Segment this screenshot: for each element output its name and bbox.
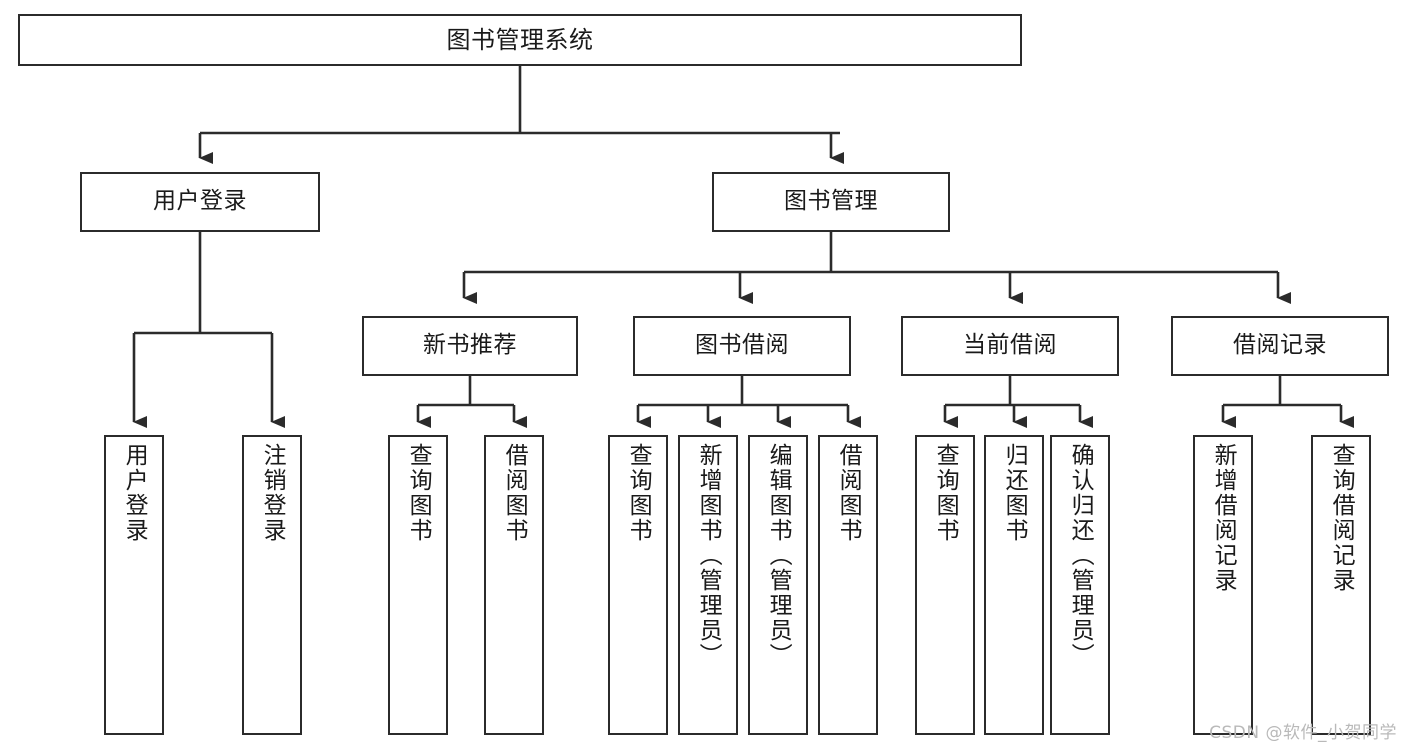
node-current-borrow-label: 当前借阅 bbox=[963, 332, 1057, 359]
node-leaf-query-book-2-label: 查询图书 bbox=[625, 443, 652, 543]
node-leaf-confirm-return[interactable]: 确认归还（管理员） bbox=[1050, 435, 1110, 735]
node-leaf-add-record[interactable]: 新增借阅记录 bbox=[1193, 435, 1253, 735]
node-leaf-query-record[interactable]: 查询借阅记录 bbox=[1311, 435, 1371, 735]
node-leaf-add-book-label: 新增图书（管理员） bbox=[695, 443, 722, 668]
node-leaf-add-book[interactable]: 新增图书（管理员） bbox=[678, 435, 738, 735]
watermark: CSDN @软件_小贺同学 bbox=[1209, 723, 1397, 743]
node-leaf-return-book[interactable]: 归还图书 bbox=[984, 435, 1044, 735]
node-book-management-label: 图书管理 bbox=[784, 188, 878, 215]
node-leaf-edit-book-label: 编辑图书（管理员） bbox=[765, 443, 792, 668]
node-user-login[interactable]: 用户登录 bbox=[80, 172, 320, 232]
node-leaf-query-book-2[interactable]: 查询图书 bbox=[608, 435, 668, 735]
node-leaf-user-login[interactable]: 用户登录 bbox=[104, 435, 164, 735]
node-leaf-logout[interactable]: 注销登录 bbox=[242, 435, 302, 735]
node-leaf-query-book-1-label: 查询图书 bbox=[405, 443, 432, 543]
node-leaf-borrow-book-2[interactable]: 借阅图书 bbox=[818, 435, 878, 735]
node-leaf-query-record-label: 查询借阅记录 bbox=[1328, 443, 1355, 593]
node-leaf-add-record-label: 新增借阅记录 bbox=[1210, 443, 1237, 593]
node-leaf-return-book-label: 归还图书 bbox=[1001, 443, 1028, 543]
node-leaf-confirm-return-label: 确认归还（管理员） bbox=[1067, 443, 1094, 668]
node-leaf-borrow-book-2-label: 借阅图书 bbox=[835, 443, 862, 543]
node-new-book-recommend-label: 新书推荐 bbox=[423, 332, 517, 359]
node-leaf-query-book-3[interactable]: 查询图书 bbox=[915, 435, 975, 735]
node-root-label: 图书管理系统 bbox=[446, 25, 594, 54]
node-new-book-recommend[interactable]: 新书推荐 bbox=[362, 316, 578, 376]
node-book-borrow-label: 图书借阅 bbox=[695, 332, 789, 359]
node-borrow-record-label: 借阅记录 bbox=[1233, 332, 1327, 359]
node-leaf-query-book-1[interactable]: 查询图书 bbox=[388, 435, 448, 735]
node-leaf-edit-book[interactable]: 编辑图书（管理员） bbox=[748, 435, 808, 735]
node-user-login-label: 用户登录 bbox=[153, 188, 247, 215]
node-root[interactable]: 图书管理系统 bbox=[18, 14, 1022, 66]
node-leaf-logout-label: 注销登录 bbox=[259, 443, 286, 543]
node-leaf-query-book-3-label: 查询图书 bbox=[932, 443, 959, 543]
node-book-borrow[interactable]: 图书借阅 bbox=[633, 316, 851, 376]
node-leaf-borrow-book-1[interactable]: 借阅图书 bbox=[484, 435, 544, 735]
node-leaf-borrow-book-1-label: 借阅图书 bbox=[501, 443, 528, 543]
node-leaf-user-login-label: 用户登录 bbox=[121, 443, 148, 543]
node-book-management[interactable]: 图书管理 bbox=[712, 172, 950, 232]
node-borrow-record[interactable]: 借阅记录 bbox=[1171, 316, 1389, 376]
node-current-borrow[interactable]: 当前借阅 bbox=[901, 316, 1119, 376]
